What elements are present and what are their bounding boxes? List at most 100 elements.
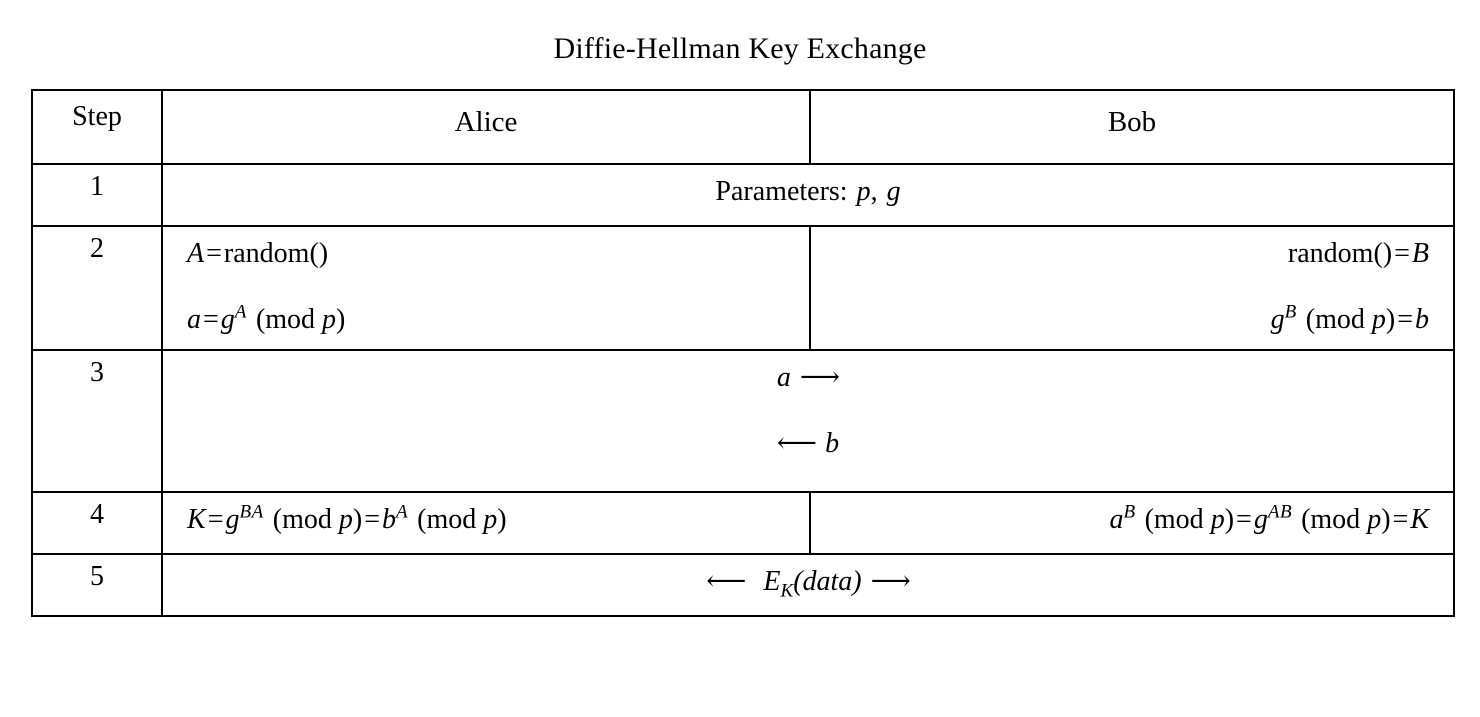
formula-line: a⟶	[187, 357, 1429, 399]
math-token: BA	[239, 501, 264, 523]
math-token: p	[1210, 504, 1225, 535]
math-token: )	[1381, 504, 1391, 535]
math-token: =	[1397, 304, 1413, 335]
math-token: AB	[1267, 501, 1293, 523]
math-token: a	[187, 304, 201, 335]
math-token: )	[336, 304, 346, 335]
math-token: (mod	[272, 504, 339, 535]
formula-line: gB(mod p)=b	[835, 299, 1429, 341]
formula-line: A=random()	[187, 233, 785, 275]
table-row: 5 ⟵ EK(data) ⟶	[31, 553, 1455, 617]
math-token: )	[1224, 504, 1235, 535]
math-token: b	[1415, 304, 1429, 335]
merged-cell-step-5-content: ⟵ EK(data) ⟶	[163, 555, 1453, 615]
math-token: )	[352, 504, 363, 535]
math-token: B	[1123, 501, 1136, 523]
math-token: =	[203, 304, 219, 335]
math-token: A	[395, 501, 409, 523]
page-title: Diffie-Hellman Key Exchange	[553, 32, 927, 65]
math-token: A	[234, 301, 247, 323]
math-token: a	[776, 362, 791, 393]
step-cell-1: 1	[31, 163, 163, 227]
merged-cell-step-1-content: Parameters:p,g	[163, 165, 1453, 225]
math-token: ⟵	[776, 428, 817, 459]
math-token: K	[1410, 504, 1429, 535]
math-token: random()	[223, 238, 329, 269]
step-number: 4	[90, 499, 104, 530]
alice-cell-step-2: A=random()a=gA(mod p)	[161, 225, 811, 351]
math-token: ⟶	[870, 566, 911, 597]
math-token: p	[338, 504, 353, 535]
math-token: )	[852, 566, 862, 597]
math-token: Parameters:	[715, 176, 848, 207]
step-cell-5: 5	[31, 553, 163, 617]
formula-line: ⟵ EK(data) ⟶	[187, 561, 1429, 603]
math-token: b	[381, 504, 396, 535]
math-token: data	[802, 566, 853, 597]
column-header-bob-label: Bob	[1107, 106, 1157, 138]
step-cell-2: 2	[31, 225, 163, 351]
math-token: )	[1385, 304, 1396, 335]
math-token: (mod	[417, 504, 484, 535]
math-token: =	[1394, 238, 1410, 269]
table-header-row: Step Alice Bob	[31, 89, 1455, 165]
math-token: K	[780, 580, 794, 602]
step-cell-3: 3	[31, 349, 163, 493]
merged-cell-step-1: Parameters:p,g	[161, 163, 1455, 227]
column-header-step: Step	[31, 89, 163, 165]
math-token: ⟶	[799, 362, 840, 393]
math-token: (mod	[1301, 504, 1368, 535]
math-token: K	[187, 504, 206, 535]
math-token: g	[220, 304, 235, 335]
math-token: =	[1392, 504, 1409, 535]
math-token: E	[763, 566, 781, 597]
math-token: a	[1109, 504, 1124, 535]
formula-line: aB(mod p)=gAB(mod p)=K	[835, 499, 1429, 541]
math-token: B	[1411, 238, 1429, 269]
step-number: 1	[90, 171, 104, 202]
math-token: p	[1371, 304, 1386, 335]
math-token: g	[1253, 504, 1268, 535]
math-token: random()	[1287, 238, 1393, 269]
merged-cell-step-5: ⟵ EK(data) ⟶	[161, 553, 1455, 617]
step-number: 3	[90, 357, 104, 388]
math-token: =	[207, 504, 224, 535]
math-token: (	[793, 566, 803, 597]
merged-cell-step-3: a⟶⟵b	[161, 349, 1455, 493]
math-token: =	[364, 504, 380, 535]
formula-line: Parameters:p,g	[187, 171, 1429, 213]
math-token: (mod	[1144, 504, 1211, 535]
math-token: =	[206, 238, 222, 269]
formula-line: K=gBA(mod p)=bA(mod p)	[187, 499, 785, 541]
alice-cell-step-2-content: A=random()a=gA(mod p)	[163, 227, 809, 349]
math-token: g	[225, 504, 240, 535]
math-token: =	[1236, 504, 1252, 535]
math-token: )	[497, 504, 507, 535]
column-header-bob: Bob	[809, 89, 1455, 165]
alice-cell-step-4-content: K=gBA(mod p)=bA(mod p)	[163, 493, 809, 553]
formula-line: ⟵b	[187, 423, 1429, 465]
math-token: A	[187, 238, 205, 269]
math-token: g	[886, 176, 901, 207]
math-token: ⟵	[706, 566, 746, 597]
math-token: p	[1367, 504, 1382, 535]
math-token: p	[856, 176, 871, 207]
math-token: B	[1284, 301, 1297, 323]
column-header-alice-label: Alice	[454, 106, 518, 138]
step-number: 5	[90, 561, 104, 592]
bob-cell-step-4: aB(mod p)=gAB(mod p)=K	[809, 491, 1455, 555]
column-header-step-label: Step	[72, 101, 122, 132]
merged-cell-step-3-content: a⟶⟵b	[163, 351, 1453, 491]
alice-cell-step-4: K=gBA(mod p)=bA(mod p)	[161, 491, 811, 555]
formula-line: random()=B	[835, 233, 1429, 275]
column-header-alice: Alice	[161, 89, 811, 165]
